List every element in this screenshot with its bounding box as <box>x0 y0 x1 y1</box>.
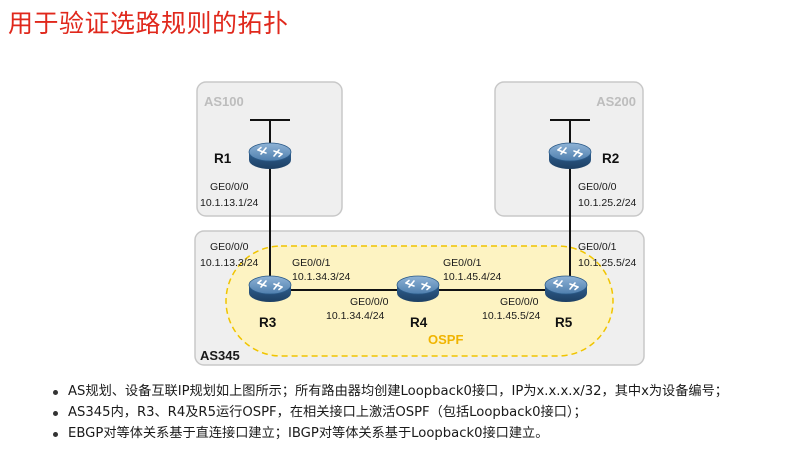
r4-right-interface-ip: 10.1.45.4/24 <box>443 271 502 283</box>
r1-interface-ip: 10.1.13.1/24 <box>200 197 259 209</box>
router-r2-label: R2 <box>602 151 619 166</box>
r5-left-interface-ip: 10.1.45.5/24 <box>482 310 541 322</box>
router-r3-icon[interactable] <box>248 275 292 303</box>
r2-interface-ip: 10.1.25.2/24 <box>578 197 637 209</box>
ospf-label: OSPF <box>428 332 463 347</box>
r4-left-interface-ip: 10.1.34.4/24 <box>326 310 385 322</box>
router-r5-label: R5 <box>555 315 573 330</box>
router-r5-icon[interactable] <box>544 275 588 303</box>
router-r1-label: R1 <box>214 151 232 166</box>
router-r1-icon[interactable] <box>248 142 292 170</box>
r4-left-interface-name: GE0/0/0 <box>350 296 389 308</box>
note-item: AS规划、设备互联IP规划如上图所示；所有路由器均创建Loopback0接口，I… <box>52 381 728 402</box>
note-item: AS345内，R3、R4及R5运行OSPF，在相关接口上激活OSPF（包括Loo… <box>52 402 728 423</box>
r3-link-interface-name: GE0/0/1 <box>292 257 331 269</box>
as345-label: AS345 <box>200 348 240 363</box>
as100-label: AS100 <box>204 94 244 109</box>
note-item: EBGP对等体关系基于直连接口建立；IBGP对等体关系基于Loopback0接口… <box>52 423 728 444</box>
notes-list: AS规划、设备互联IP规划如上图所示；所有路由器均创建Loopback0接口，I… <box>52 381 728 444</box>
r4-right-interface-name: GE0/0/1 <box>443 257 482 269</box>
router-r4-icon[interactable] <box>396 275 440 303</box>
r3-uplink-interface-ip: 10.1.13.3/24 <box>200 257 259 269</box>
r5-left-interface-name: GE0/0/0 <box>500 296 539 308</box>
r5-uplink-interface-ip: 10.1.25.5/24 <box>578 257 637 269</box>
topology-diagram: AS100 AS200 AS345 OSPF R1 R2 R3 R4 R5 GE… <box>194 81 645 366</box>
router-r3-label: R3 <box>259 315 277 330</box>
r5-uplink-interface-name: GE0/0/1 <box>578 241 617 253</box>
r2-interface-name: GE0/0/0 <box>578 181 617 193</box>
router-r2-icon[interactable] <box>548 142 592 170</box>
r3-uplink-interface-name: GE0/0/0 <box>210 241 249 253</box>
as200-label: AS200 <box>596 94 636 109</box>
router-r4-label: R4 <box>410 315 428 330</box>
r1-interface-name: GE0/0/0 <box>210 181 249 193</box>
page-title: 用于验证选路规则的拓扑 <box>8 9 289 38</box>
r3-link-interface-ip: 10.1.34.3/24 <box>292 271 351 283</box>
